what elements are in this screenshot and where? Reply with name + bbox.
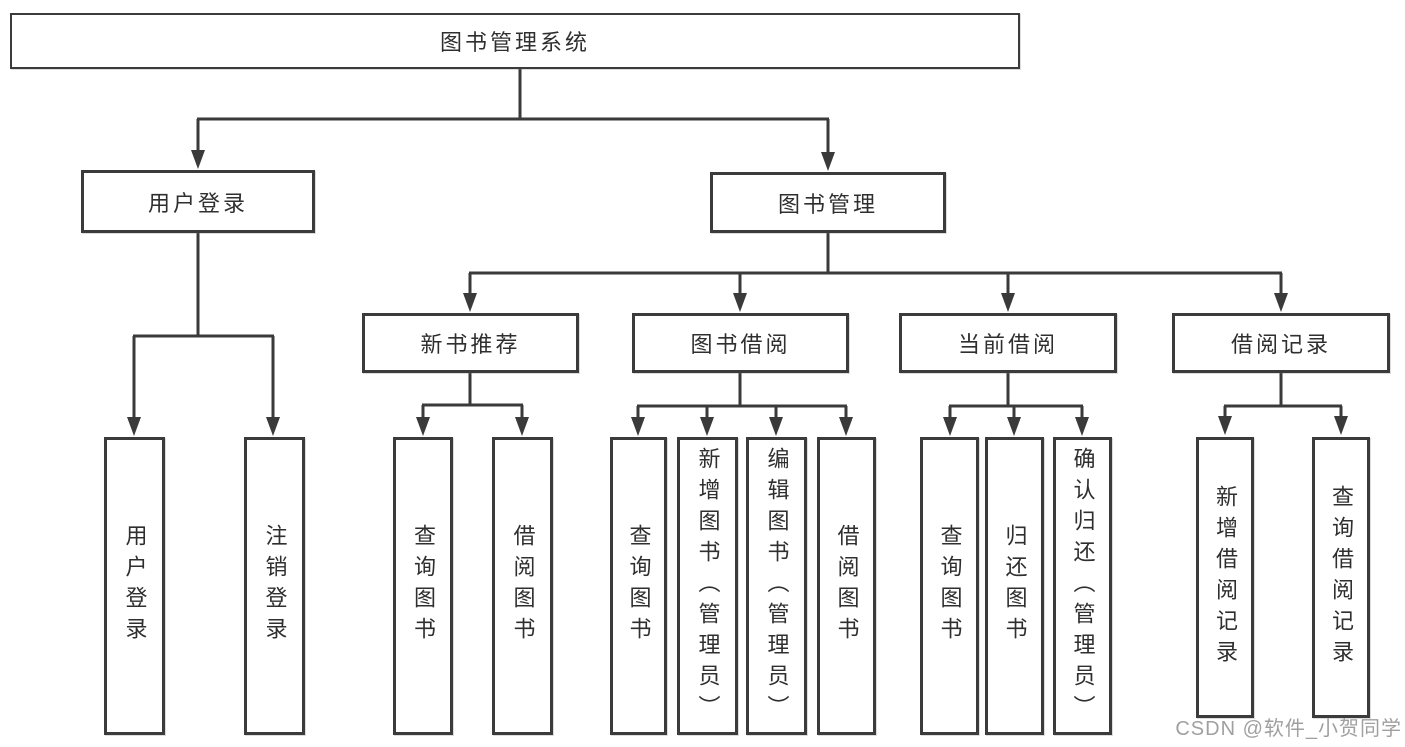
leaf-query-books-recommend-label: 查询图书	[411, 524, 436, 648]
node-book-management-label: 图书管理	[777, 191, 878, 217]
node-user-login: 用户登录	[81, 170, 315, 233]
leaf-query-books-current-label: 查询图书	[937, 524, 963, 648]
node-new-book-recommend: 新书推荐	[362, 313, 579, 373]
leaf-query-borrow-record-label: 查询借阅记录	[1329, 484, 1354, 671]
node-root: 图书管理系统	[10, 13, 1020, 69]
leaf-borrow-books-label: 借阅图书	[834, 524, 860, 648]
node-root-label: 图书管理系统	[439, 30, 590, 55]
leaf-borrow-books-recommend: 借阅图书	[492, 437, 553, 735]
leaf-user-login: 用户登录	[104, 437, 165, 735]
leaf-query-books-borrow-label: 查询图书	[626, 524, 652, 648]
leaf-return-book-label: 归还图书	[1002, 524, 1028, 648]
leaf-edit-book-admin-label: 编辑图书（管理员）	[764, 446, 790, 726]
leaf-logout-label: 注销登录	[262, 524, 288, 648]
leaf-edit-book-admin: 编辑图书（管理员）	[746, 437, 807, 735]
node-current-borrow: 当前借阅	[899, 313, 1117, 373]
leaf-add-borrow-record: 新增借阅记录	[1196, 437, 1254, 718]
leaf-borrow-books: 借阅图书	[817, 437, 876, 735]
node-book-management: 图书管理	[710, 172, 946, 233]
watermark: CSDN @软件_小贺同学	[1175, 718, 1402, 740]
leaf-query-books-current: 查询图书	[920, 437, 979, 735]
node-borrow-records-label: 借阅记录	[1230, 332, 1331, 357]
leaf-borrow-books-recommend-label: 借阅图书	[510, 524, 536, 648]
leaf-query-books-recommend: 查询图书	[393, 437, 453, 735]
leaf-add-borrow-record-label: 新增借阅记录	[1213, 484, 1238, 671]
node-borrow-records: 借阅记录	[1172, 313, 1390, 373]
leaf-add-book-admin: 新增图书（管理员）	[677, 437, 738, 735]
leaf-return-book: 归还图书	[985, 437, 1044, 735]
node-book-borrow-label: 图书借阅	[690, 332, 791, 357]
leaf-query-books-borrow: 查询图书	[610, 437, 667, 735]
leaf-confirm-return-admin: 确认归还（管理员）	[1053, 437, 1112, 735]
leaf-query-borrow-record: 查询借阅记录	[1312, 437, 1370, 718]
node-new-book-recommend-label: 新书推荐	[420, 332, 521, 357]
leaf-confirm-return-admin-label: 确认归还（管理员）	[1070, 446, 1096, 726]
node-user-login-label: 用户登录	[147, 190, 248, 216]
leaf-user-login-label: 用户登录	[122, 524, 148, 648]
leaf-add-book-admin-label: 新增图书（管理员）	[695, 446, 721, 726]
leaf-logout: 注销登录	[244, 437, 305, 735]
node-book-borrow: 图书借阅	[632, 313, 849, 373]
node-current-borrow-label: 当前借阅	[957, 332, 1058, 357]
